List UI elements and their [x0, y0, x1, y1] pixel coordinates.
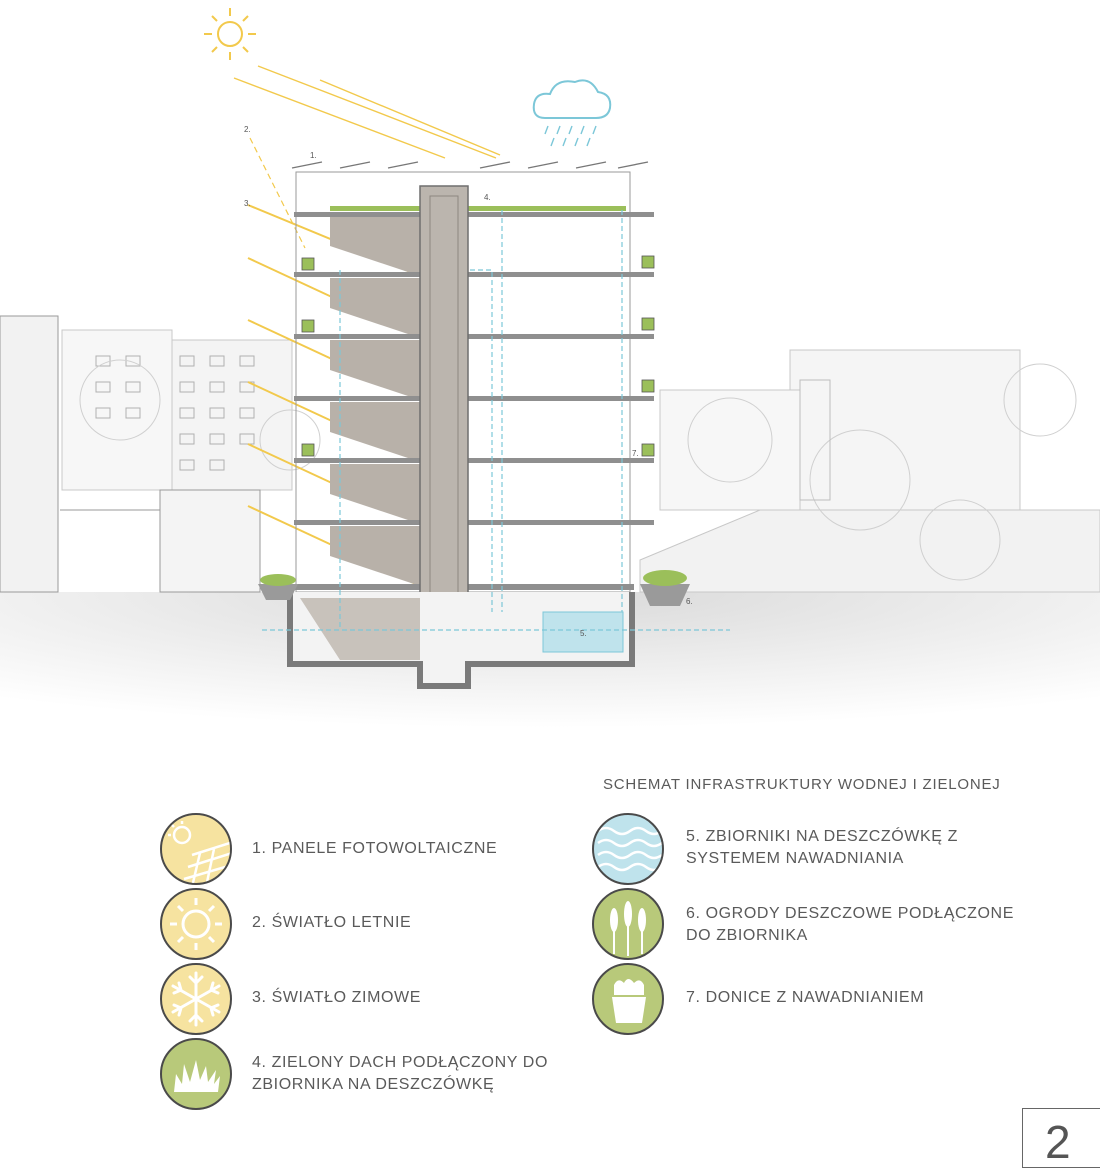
diagram-tag-7: 7.: [632, 449, 639, 458]
sunlit-interiors: [330, 216, 420, 586]
background-buildings-right: [639, 349, 1100, 593]
sun-icon: [160, 888, 232, 960]
balcony-planters: [301, 255, 655, 457]
rain-pipes: [262, 210, 730, 631]
legend-label-3: 3. ŚWIATŁO ZIMOWE: [252, 989, 422, 1006]
water-waves-icon: [592, 813, 664, 885]
planter-icon: [592, 963, 664, 1035]
legend-label-4: 4. ZIELONY DACH PODŁĄCZONY DO ZBIORNIKA …: [252, 1054, 548, 1093]
legend-label-2: 2. ŚWIATŁO LETNIE: [252, 914, 412, 931]
solar-panel-icon: [160, 813, 232, 885]
legend-label-5: 5. ZBIORNIKI NA DESZCZÓWKĘ Z SYSTEMEM NA…: [686, 828, 958, 867]
diagram-tag-3: 3.: [244, 199, 251, 208]
summer-light-rays: [233, 65, 501, 159]
green-roof: [330, 206, 626, 211]
page-number: 2: [1045, 1116, 1071, 1168]
diagram-tag-1: 1.: [310, 151, 317, 160]
page-number-box: 2: [1022, 1108, 1100, 1168]
rainwater-tank: [542, 611, 624, 653]
background-buildings-left: [0, 315, 321, 593]
summer-light-dashed: [249, 137, 306, 249]
legend-title: SCHEMAT INFRASTRUKTURY WODNEJ I ZIELONEJ: [603, 776, 1001, 793]
reeds-icon: [592, 888, 664, 960]
diagram-tag-4: 4.: [484, 193, 491, 202]
snowflake-icon: [160, 963, 232, 1035]
building-section-diagram: 1. 2. 3. 4. 5. 6. 7.: [0, 8, 1100, 762]
section-drawing: 1. 2. 3. 4. 5. 6. 7.: [0, 8, 1100, 762]
grass-icon: [160, 1038, 232, 1110]
legend-label-6: 6. OGRODY DESZCZOWE PODŁĄCZONE DO ZBIORN…: [686, 905, 1014, 944]
diagram-tag-6: 6.: [686, 597, 693, 606]
solar-panels: [291, 161, 649, 169]
rain-gardens: [258, 570, 690, 606]
rain-cloud-symbol: [532, 79, 612, 147]
legend-label-7: 7. DONICE Z NAWADNIANIEM: [686, 989, 925, 1006]
diagram-tag-5: 5.: [580, 629, 587, 638]
legend-label-1: 1. PANELE FOTOWOLTAICZNE: [252, 840, 498, 857]
diagram-tag-2: 2.: [244, 125, 251, 134]
sun-symbol: [204, 8, 256, 60]
